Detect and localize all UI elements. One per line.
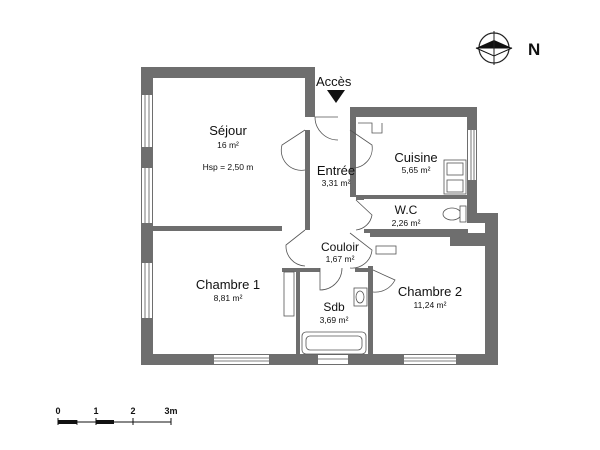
room-area: 5,65 m² xyxy=(402,165,431,175)
room-area: 3,31 m² xyxy=(322,178,351,188)
room-height: Hsp = 2,50 m xyxy=(203,162,254,172)
bathtub-basin xyxy=(305,335,363,351)
scale-bar: 0 1 2 3m xyxy=(55,406,178,425)
room-name: Couloir xyxy=(321,240,359,254)
north-label: N xyxy=(528,40,540,59)
room-entree: Entrée 3,31 m² xyxy=(317,163,355,188)
interior-walls xyxy=(152,117,486,356)
room-chambre-2: Chambre 2 11,24 m² xyxy=(398,284,462,310)
closet-icon xyxy=(283,271,295,317)
room-area: 16 m² xyxy=(217,140,239,150)
doors xyxy=(280,116,396,293)
room-name: Entrée xyxy=(317,163,355,178)
room-name: Séjour xyxy=(209,123,247,138)
scale-tick-label: 0 xyxy=(55,406,60,416)
scale-tick-label: 1 xyxy=(93,406,98,416)
kitchen-nook xyxy=(358,122,383,134)
room-name: Chambre 1 xyxy=(196,277,260,292)
room-area: 3,69 m² xyxy=(320,315,349,325)
room-sdb: Sdb 3,69 m² xyxy=(320,300,349,325)
room-sejour: Séjour 16 m² Hsp = 2,50 m xyxy=(203,123,254,172)
access-label: Accès xyxy=(316,74,352,89)
room-name: W.C xyxy=(395,203,418,217)
scale-tick-label: 3m xyxy=(164,406,177,416)
compass: N xyxy=(475,31,540,65)
fixtures xyxy=(283,122,467,355)
scale-tick-label: 2 xyxy=(130,406,135,416)
scale-segment xyxy=(96,420,114,424)
room-cuisine: Cuisine 5,65 m² xyxy=(394,150,437,175)
room-wc: W.C 2,26 m² xyxy=(392,203,421,228)
room-chambre-1: Chambre 1 8,81 m² xyxy=(196,277,260,303)
room-couloir: Couloir 1,67 m² xyxy=(321,240,359,264)
room-name: Cuisine xyxy=(394,150,437,165)
toilet-icon xyxy=(442,207,462,221)
room-name: Chambre 2 xyxy=(398,284,462,299)
room-area: 2,26 m² xyxy=(392,218,421,228)
sink-icon xyxy=(446,162,464,176)
windows xyxy=(142,95,476,364)
room-area: 1,67 m² xyxy=(326,254,355,264)
shelf-icon xyxy=(375,245,397,255)
scale-segment xyxy=(58,420,77,424)
room-area: 8,81 m² xyxy=(214,293,243,303)
access-arrow-icon xyxy=(327,90,345,103)
washbasin-bowl xyxy=(355,290,365,304)
hob-icon xyxy=(446,179,464,193)
room-name: Sdb xyxy=(323,300,345,314)
room-area: 11,24 m² xyxy=(414,300,447,310)
toilet-tank xyxy=(459,205,467,223)
